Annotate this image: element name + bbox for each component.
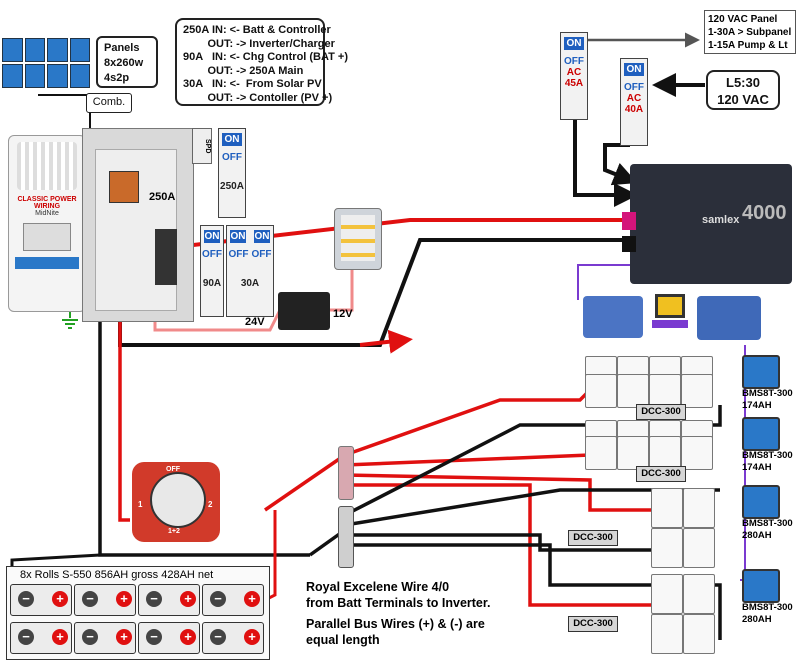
wire-note: Royal Excelene Wire 4/0 from Batt Termin… <box>306 580 491 647</box>
dcc-300-2: DCC-300 <box>636 466 686 482</box>
switch-1-label: 1 <box>138 500 143 509</box>
dc-panel-enclosure: 250A <box>82 128 194 322</box>
panels-label: Panels 8x260w 4s2p <box>96 36 158 88</box>
ac-panel-note: 120 VAC Panel 1-30A > Subpanel 1-15A Pum… <box>704 10 796 54</box>
main-breaker-250[interactable] <box>109 171 139 203</box>
spd-device: SPD <box>192 128 212 164</box>
bus-neg-3 <box>345 533 710 552</box>
bms-screen-4 <box>742 569 780 603</box>
dcc-300-1: DCC-300 <box>636 404 686 420</box>
bus-pos-2 <box>344 453 591 467</box>
breaker-90a[interactable]: ON OFF 90A <box>200 225 224 317</box>
bms-screen-3 <box>742 485 780 519</box>
controller-brand: CLASSIC POWER <box>17 196 77 203</box>
main-breaker-label: 250A <box>149 191 176 203</box>
bms-screen-2 <box>742 417 780 451</box>
pink-12v-wire <box>330 270 354 312</box>
inverter-brand: samlex <box>702 214 740 226</box>
comm-hub <box>583 296 643 338</box>
switch-off-label: OFF <box>166 466 180 473</box>
bus-pos-feed <box>264 453 346 512</box>
switch-both-label: 1+2 <box>168 528 180 535</box>
fuse-block <box>334 208 382 270</box>
switch-2-label: 2 <box>208 500 213 509</box>
bus-neg-4 <box>345 543 722 640</box>
battery-selector-switch[interactable]: OFF 1 2 1+2 <box>132 462 220 542</box>
solar-panels <box>2 38 92 94</box>
inverter-model: 4000 <box>742 202 787 224</box>
converter-output-label: 12V <box>333 308 353 320</box>
monitor-stand <box>652 320 688 328</box>
dc-dc-converter <box>278 292 330 330</box>
ac-45a-wire <box>573 118 638 207</box>
positive-bus-bar <box>338 446 354 500</box>
ac-40a-wire <box>603 143 638 186</box>
bus-pos-3 <box>344 473 660 512</box>
charge-controller: CLASSIC POWER WIRING MidNite <box>8 135 86 312</box>
ac-breaker-40a[interactable]: ON OFF AC 40A <box>620 58 648 146</box>
dcc-300-4: DCC-300 <box>568 616 618 632</box>
monitor-icon <box>655 294 685 318</box>
inverter-charger: samlex 4000 <box>622 164 792 284</box>
ac-breaker-45a[interactable]: ON OFF AC 45A <box>560 32 588 120</box>
bms-screen-1 <box>742 355 780 389</box>
usr-gateway <box>697 296 761 340</box>
comb-label: Comb. <box>86 93 132 113</box>
dcc-300-3: DCC-300 <box>568 530 618 546</box>
comm-wire-inverter <box>577 264 640 300</box>
converter-input-label: 24V <box>245 316 265 328</box>
positive-long-wire <box>118 230 130 522</box>
inverter-neg-arrow <box>359 329 413 354</box>
ground-icon <box>62 319 78 329</box>
breaker-30a[interactable]: ON ON OFF OFF 30A <box>226 225 274 317</box>
dc-breaker-stack[interactable] <box>155 229 177 285</box>
negative-bus-bar <box>338 506 354 568</box>
rolls-label: 8x Rolls S-550 856AH gross 428AH net <box>20 569 214 581</box>
controller-terminal-strip <box>15 257 79 269</box>
l530-input-label: L5:30 120 VAC <box>706 70 780 110</box>
bus-pos-1 <box>344 388 592 457</box>
breaker-legend: 250A IN: <- Batt & Controller OUT: -> In… <box>175 18 348 106</box>
breaker-250a[interactable]: ON OFF 250A <box>218 128 246 218</box>
